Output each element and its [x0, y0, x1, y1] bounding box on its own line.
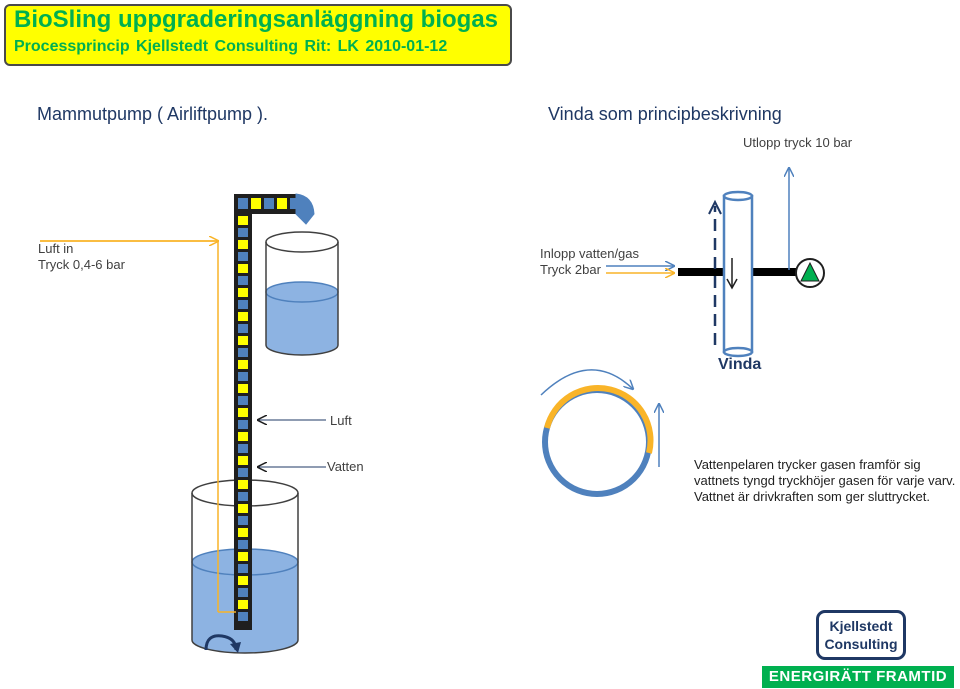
page-subtitle: Processprincip Kjellstedt Consulting Rit… — [14, 38, 448, 55]
pipe-segment — [238, 456, 248, 465]
pipe-segment — [238, 300, 248, 309]
pipe-segment — [238, 504, 248, 513]
air-pressure-label: Tryck 0,4-6 bar — [38, 257, 125, 272]
pipe-segment — [277, 198, 287, 209]
pipe-segment — [238, 288, 248, 297]
pipe-segment — [238, 516, 248, 525]
pipe-segment — [238, 552, 248, 561]
pipe-segment — [238, 216, 248, 225]
pipe-segment — [238, 240, 248, 249]
riser-segments — [238, 198, 300, 621]
vinda-label: Vinda — [718, 356, 762, 373]
description-line-2: vattnets tyngd tryckhöjer gasen för varj… — [694, 473, 956, 488]
pipe-segment — [238, 252, 248, 261]
pipe-segment — [238, 600, 248, 609]
pipe-segment — [238, 492, 248, 501]
title-box — [4, 4, 512, 66]
pipe-segment — [251, 198, 261, 209]
pipe-segment — [238, 420, 248, 429]
pipe-segment — [238, 336, 248, 345]
pipe-segment — [238, 372, 248, 381]
outlet-tip — [295, 193, 315, 225]
pipe-segment — [238, 312, 248, 321]
pump-symbol — [795, 258, 825, 288]
pipe-segment — [238, 360, 248, 369]
pipe-segment — [238, 540, 248, 549]
airlift-heading: Mammutpump ( Airliftpump ). — [37, 104, 269, 124]
air-in-label: Luft in — [38, 241, 74, 256]
rotation-arc-arrow — [540, 369, 633, 396]
pipe-segment — [238, 468, 248, 477]
pipe-segment — [238, 384, 248, 393]
upper-tank — [265, 231, 339, 356]
logo-line-2: Consulting — [824, 636, 898, 652]
description-line-3: Vattnet är drivkraften som ger sluttryck… — [694, 489, 931, 504]
air-label: Luft — [330, 413, 352, 428]
pipe-segment — [264, 198, 274, 209]
pipe-segment — [238, 480, 248, 489]
pipe-segment — [238, 276, 248, 285]
pipe-segment — [238, 432, 248, 441]
water-label: Vatten — [327, 459, 364, 474]
shaft-right — [752, 268, 798, 276]
outlet-label: Utlopp tryck 10 bar — [743, 135, 853, 150]
pipe-segment — [238, 576, 248, 585]
description-line-1: Vattenpelaren trycker gasen framför sig — [694, 457, 921, 472]
rotation-ring — [542, 384, 654, 497]
company-logo: Kjellstedt Consulting — [816, 610, 906, 660]
pipe-segment — [238, 444, 248, 453]
pipe-segment — [238, 324, 248, 333]
pipe-segment — [238, 528, 248, 537]
vinda-heading: Vinda som principbeskrivning — [548, 104, 782, 124]
pipe-segment — [238, 228, 248, 237]
pipe-segment — [238, 588, 248, 597]
pipe-segment — [238, 612, 248, 621]
footer-tagline: ENERGIRÄTT FRAMTID — [768, 668, 948, 685]
shaft-left — [678, 268, 724, 276]
pipe-segment — [290, 198, 300, 209]
pipe-segment — [238, 348, 248, 357]
pipe-segment — [238, 408, 248, 417]
inlet-label: Inlopp vatten/gas — [540, 246, 640, 261]
pipe-segment — [238, 198, 248, 209]
vinda-wheel — [722, 190, 754, 358]
pipe-segment — [238, 396, 248, 405]
pipe-segment — [238, 564, 248, 573]
footer-bar — [762, 666, 954, 688]
inlet-pressure-label: Tryck 2bar — [540, 262, 601, 277]
logo-line-1: Kjellstedt — [829, 618, 893, 634]
pipe-segment — [238, 264, 248, 273]
page-title: BioSling uppgraderingsanläggning biogas — [14, 6, 499, 33]
